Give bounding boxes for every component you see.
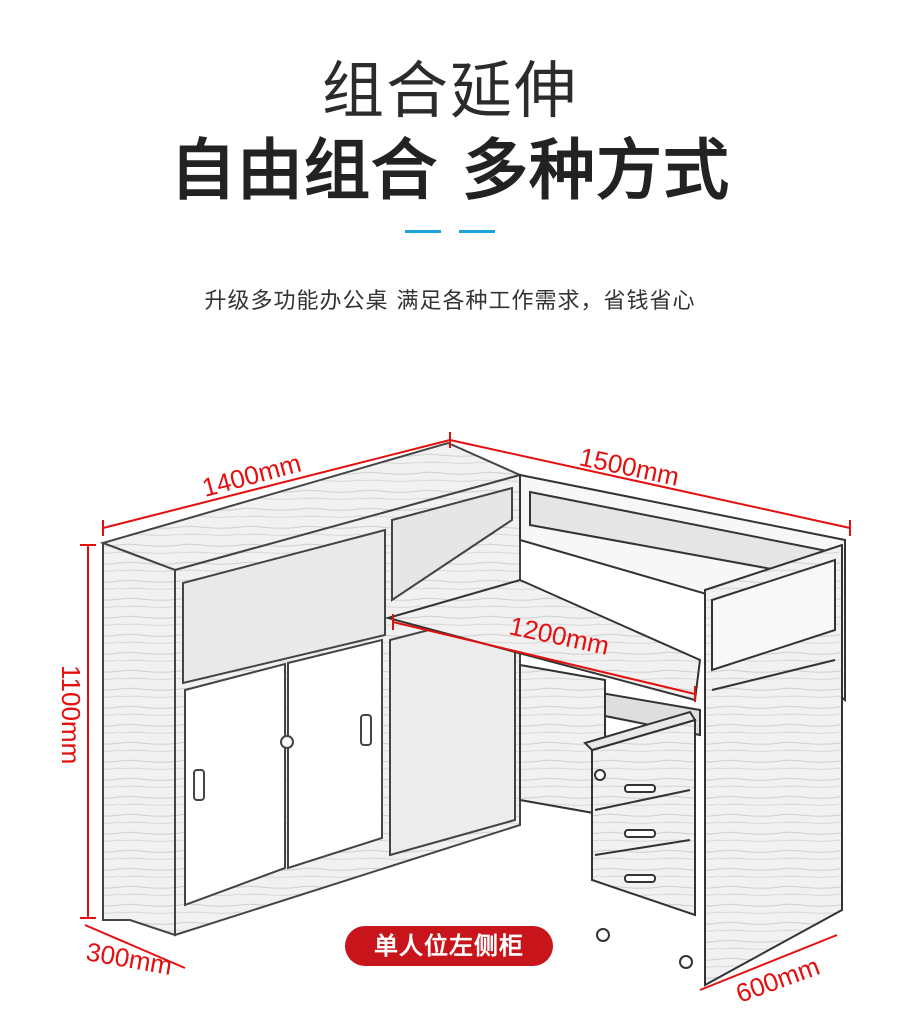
model-badge: 单人位左侧柜 (345, 926, 553, 966)
drawer-handle-3[interactable] (624, 874, 656, 883)
mobile-pedestal (583, 710, 697, 969)
lock-icon (280, 735, 294, 749)
dim-depth-left: 300mm (84, 936, 175, 981)
dim-height: 1100mm (56, 665, 86, 764)
accent-line-left (405, 230, 441, 233)
drawer-handle-1[interactable] (624, 784, 656, 793)
page-subtitle: 升级多功能办公桌 满足各种工作需求，省钱省心 (204, 289, 696, 314)
accent-line-right (459, 230, 495, 233)
caster-wheel-icon (679, 955, 693, 969)
dimension-lines (80, 432, 851, 991)
door-handle-right[interactable] (360, 714, 372, 746)
door-handle-left[interactable] (193, 769, 205, 801)
dim-top-right: 1500mm (577, 442, 682, 492)
pedestal-lock-icon (594, 769, 606, 781)
page-title: 组合延伸 (321, 54, 578, 127)
drawer-handle-2[interactable] (624, 829, 656, 838)
caster-wheel-icon (596, 928, 610, 942)
door-handles (193, 714, 372, 801)
desk-unit (384, 473, 846, 987)
left-cabinet (99, 441, 523, 937)
page-headline: 自由组合 多种方式 (170, 132, 730, 209)
